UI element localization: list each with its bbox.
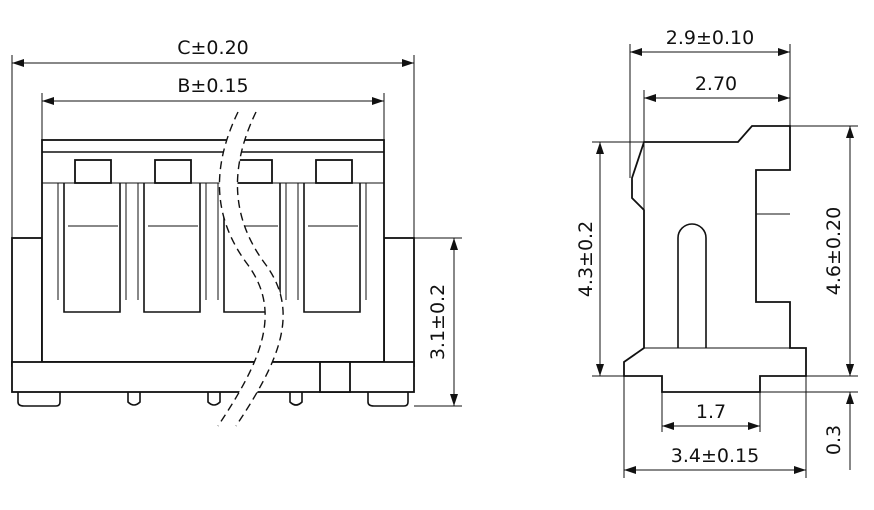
latch	[74, 159, 112, 184]
pins	[17, 392, 409, 407]
dim-top-inner-width: 2.70	[643, 73, 790, 142]
dim-foot-width: 1.7	[661, 392, 761, 432]
latch	[315, 159, 353, 184]
dim-foot-height: 0.3	[760, 360, 858, 470]
dim-label: 2.9±0.10	[666, 27, 754, 49]
dim-label: 4.6±0.20	[823, 207, 845, 295]
dim-overall-width: C±0.20	[11, 37, 415, 238]
latch	[154, 159, 192, 184]
housing-base	[11, 361, 415, 393]
dim-height: 3.1±0.2	[414, 237, 462, 407]
dim-body-height: 4.3±0.2	[575, 141, 644, 377]
dim-pin-span: B±0.15	[41, 75, 385, 140]
right-flange	[383, 237, 415, 367]
contact-slots	[57, 183, 367, 313]
dim-base-width: 3.4±0.15	[623, 376, 807, 478]
dim-label: 4.3±0.2	[575, 221, 597, 297]
front-view: C±0.20 B±0.15 3.1±0.2	[11, 37, 462, 427]
dim-label: 2.70	[695, 73, 737, 95]
dim-label: C±0.20	[177, 37, 249, 59]
dim-total-height: 4.6±0.20	[790, 125, 858, 377]
center-slot	[677, 223, 707, 348]
dim-label: 1.7	[696, 401, 726, 423]
side-view: 2.9±0.10 2.70 4.3±0.2 4.6±0.20	[575, 27, 858, 478]
break-line	[217, 111, 266, 427]
dim-label: 3.1±0.2	[427, 284, 449, 360]
latch	[235, 159, 273, 184]
side-body	[623, 125, 807, 393]
dim-label: B±0.15	[177, 75, 248, 97]
break-line	[235, 111, 284, 427]
dim-top-width: 2.9±0.10	[629, 27, 791, 178]
dim-label: 0.3	[823, 425, 845, 455]
left-flange	[11, 237, 43, 367]
dim-label: 3.4±0.15	[671, 445, 759, 467]
